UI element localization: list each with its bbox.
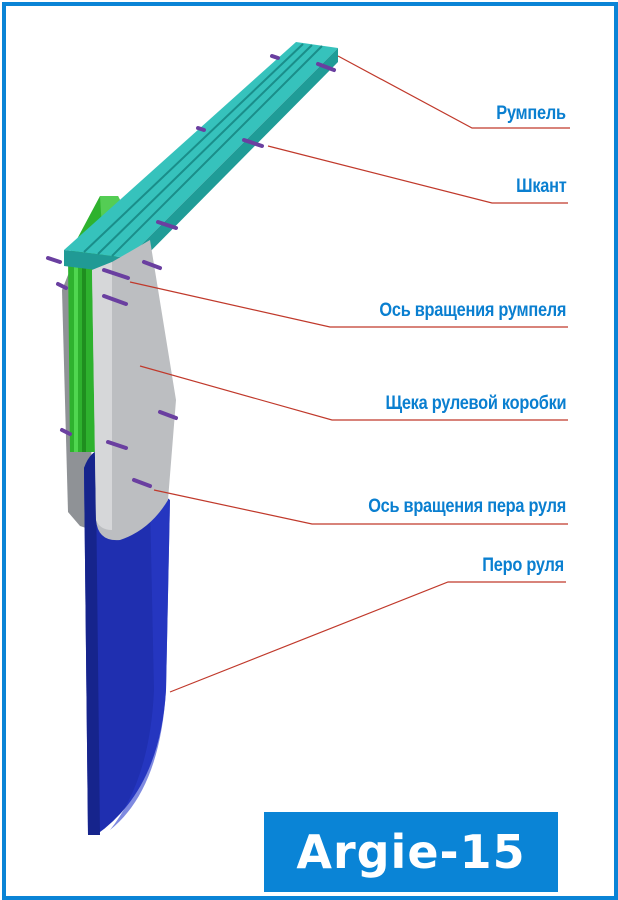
label-blade: Перо руля <box>482 555 564 576</box>
label-tiller-axis: Ось вращения румпеля <box>379 300 566 321</box>
leader-lines <box>129 55 570 693</box>
label-cheek: Щека рулевой коробки <box>385 393 566 414</box>
pins <box>46 54 336 488</box>
logo-text: Argie-15 <box>296 825 526 879</box>
label-pin: Шкант <box>515 176 567 197</box>
label-blade-axis: Ось вращения пера руля <box>368 496 566 517</box>
rudder-blade <box>84 449 170 835</box>
label-tiller: Румпель <box>496 103 567 124</box>
front-cheek <box>92 240 176 541</box>
rudder-blade-edge <box>84 449 112 835</box>
tiller-bars <box>64 42 338 274</box>
logo-badge: Argie-15 <box>264 812 558 892</box>
